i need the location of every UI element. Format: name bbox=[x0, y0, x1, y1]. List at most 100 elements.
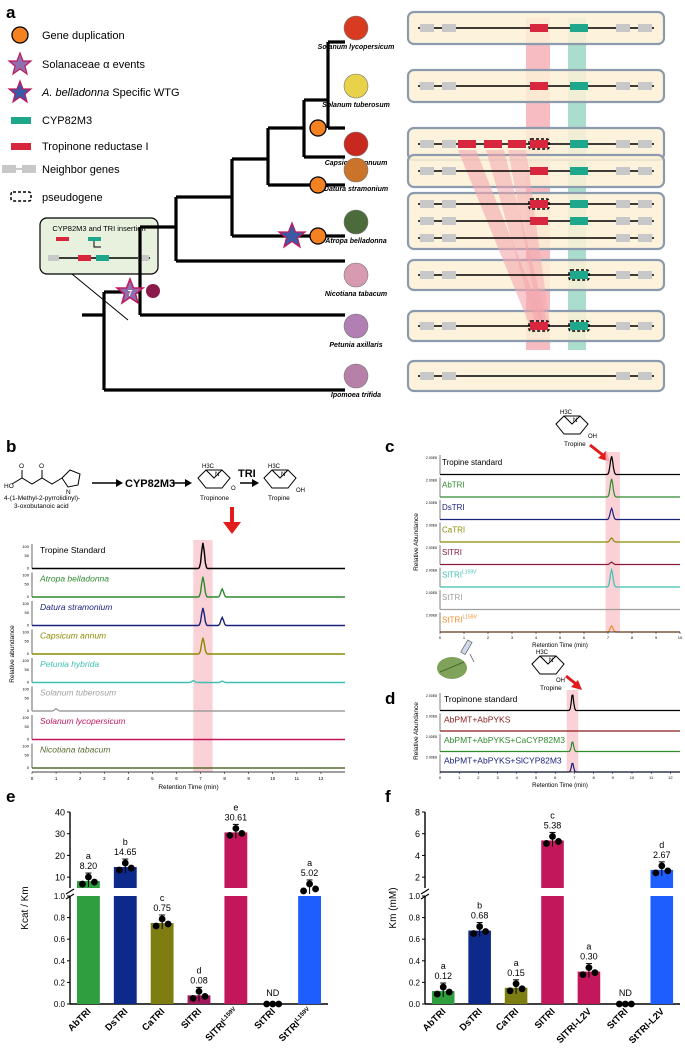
y-tick-label: 100 bbox=[22, 658, 29, 663]
category-label-main: CaTRI bbox=[140, 1006, 167, 1033]
y-tick-label: 0.2 bbox=[54, 978, 66, 987]
neighbor-gene bbox=[442, 234, 456, 242]
substrate-name-2: 3-oxobutanoic acid bbox=[14, 503, 69, 510]
category-label: StTRI bbox=[253, 1006, 278, 1031]
d-n: N bbox=[549, 658, 553, 664]
chromatogram-trace bbox=[32, 707, 345, 712]
trace-label: AbPMT+AbPYKS bbox=[444, 715, 511, 725]
trace-label-main: Tropine standard bbox=[442, 458, 502, 467]
data-label: 0.08 bbox=[190, 975, 208, 985]
replicate-dot bbox=[269, 1000, 277, 1008]
bar-lower bbox=[650, 896, 674, 1004]
bar bbox=[468, 930, 491, 1004]
species-photo-icon bbox=[343, 209, 369, 235]
y-tick-label: 50 bbox=[25, 667, 30, 672]
panel-c-structure: H3C N OH Tropine bbox=[555, 410, 610, 462]
y-axis-label: Relative Abundance bbox=[413, 702, 420, 760]
highlight-band bbox=[193, 540, 213, 772]
trace-label: AbTRI bbox=[442, 481, 465, 490]
x-tick-label: 0 bbox=[31, 776, 34, 781]
chromatogram-trace bbox=[440, 478, 680, 498]
chromatogram-trace bbox=[440, 694, 680, 712]
y-tick-label: 0 bbox=[27, 623, 30, 628]
legend-label-5: Neighbor genes bbox=[42, 164, 120, 176]
data-label: 14.65 bbox=[114, 847, 137, 857]
replicate-dot bbox=[152, 922, 160, 930]
substrate-hooc: HO bbox=[4, 483, 14, 490]
bar bbox=[577, 971, 601, 1004]
species-name: Atropa belladonna bbox=[324, 238, 387, 245]
x-axis-label: Retention Time (min) bbox=[532, 643, 588, 649]
neighbor-gene bbox=[442, 167, 456, 175]
replicate-dot bbox=[115, 866, 123, 874]
category-label-main: StTRI-L2V bbox=[627, 1006, 667, 1046]
panel-d-structure: H3C N OH Tropine bbox=[437, 639, 582, 692]
replicate-dot bbox=[300, 887, 307, 895]
neighbor-gene bbox=[616, 167, 630, 175]
data-label: 0.12 bbox=[434, 971, 452, 981]
category-label-main: SlTRI-L2V bbox=[555, 1006, 595, 1046]
y-tick-label: 0 bbox=[27, 680, 30, 685]
neighbor-gene bbox=[616, 322, 630, 330]
tri-gene bbox=[530, 82, 548, 90]
neighbor-gene bbox=[420, 322, 434, 330]
significance-letter: a bbox=[86, 851, 91, 861]
pseudogene-outline bbox=[528, 138, 550, 150]
chromatogram-trace bbox=[440, 561, 680, 566]
significance-letter: e bbox=[233, 802, 238, 812]
trace-label: Nicotiana tabacum bbox=[40, 745, 110, 755]
x-tick-label: 12 bbox=[318, 776, 324, 781]
species-photo-icon bbox=[343, 73, 369, 99]
chromatogram-trace bbox=[32, 607, 345, 627]
trace-label: AbPMT+AbPYKS+SlCYP82M3 bbox=[444, 756, 562, 766]
data-label: 0.30 bbox=[580, 952, 598, 962]
y-tick-label: 0.4 bbox=[54, 957, 66, 966]
category-label-sup: L159V bbox=[294, 1006, 311, 1023]
neighbor-gene bbox=[420, 372, 434, 380]
tropine-oh: OH bbox=[296, 488, 305, 494]
cyp-gene bbox=[570, 217, 588, 225]
trace-label: StTRI bbox=[442, 593, 462, 602]
trace-label-sup: L159V bbox=[462, 615, 477, 621]
capsicum-duplication-icon bbox=[309, 119, 327, 137]
category-label-main: StTRI bbox=[605, 1006, 630, 1031]
y-scale-label: 2.00E8 bbox=[426, 501, 437, 505]
red-bar-icon bbox=[11, 143, 31, 150]
cyp-gene bbox=[570, 24, 588, 32]
x-tick-label: 4 bbox=[516, 775, 519, 780]
trace-label: Petunia hybrida bbox=[40, 659, 99, 669]
neighbor-gene bbox=[442, 322, 456, 330]
trace-label-main: DsTRI bbox=[442, 503, 465, 512]
blue-red-star-icon bbox=[7, 79, 33, 104]
x-tick-label: 8 bbox=[592, 775, 595, 780]
replicate-dot bbox=[652, 869, 660, 877]
significance-letter: a bbox=[307, 858, 312, 868]
neighbor-gene bbox=[616, 200, 630, 208]
d-structure-label: Tropine bbox=[540, 685, 562, 692]
tri-gene bbox=[458, 140, 476, 148]
neighbor-gene bbox=[442, 200, 456, 208]
tropine-n: N bbox=[281, 472, 285, 478]
chromatogram-trace bbox=[440, 456, 680, 476]
tropinone-methyl: H3C bbox=[202, 464, 215, 470]
species-name: Datura stramonium bbox=[324, 186, 388, 193]
x-tick-label: 12 bbox=[668, 775, 673, 780]
neighbor-gene bbox=[616, 234, 630, 242]
y-tick-label: 0.6 bbox=[54, 935, 66, 944]
y-tick-label: 50 bbox=[25, 582, 30, 587]
species-photo-icon bbox=[343, 313, 369, 339]
y-tick-label: 30 bbox=[55, 829, 65, 839]
y-tick-label: 0.0 bbox=[409, 1000, 421, 1009]
species-photo-icon bbox=[343, 15, 369, 41]
x-tick-label: 4 bbox=[127, 776, 130, 781]
synteny-blocks bbox=[406, 10, 666, 393]
neighbor-gene bbox=[638, 234, 652, 242]
category-label-main: AbTRI bbox=[66, 1006, 94, 1034]
replicate-dot bbox=[189, 994, 197, 1002]
neighbor-gene bbox=[638, 322, 652, 330]
x-axis-label: Retention Time (min) bbox=[532, 783, 588, 789]
species-photo-icon bbox=[343, 131, 369, 157]
y-tick-label: 40 bbox=[55, 808, 65, 818]
